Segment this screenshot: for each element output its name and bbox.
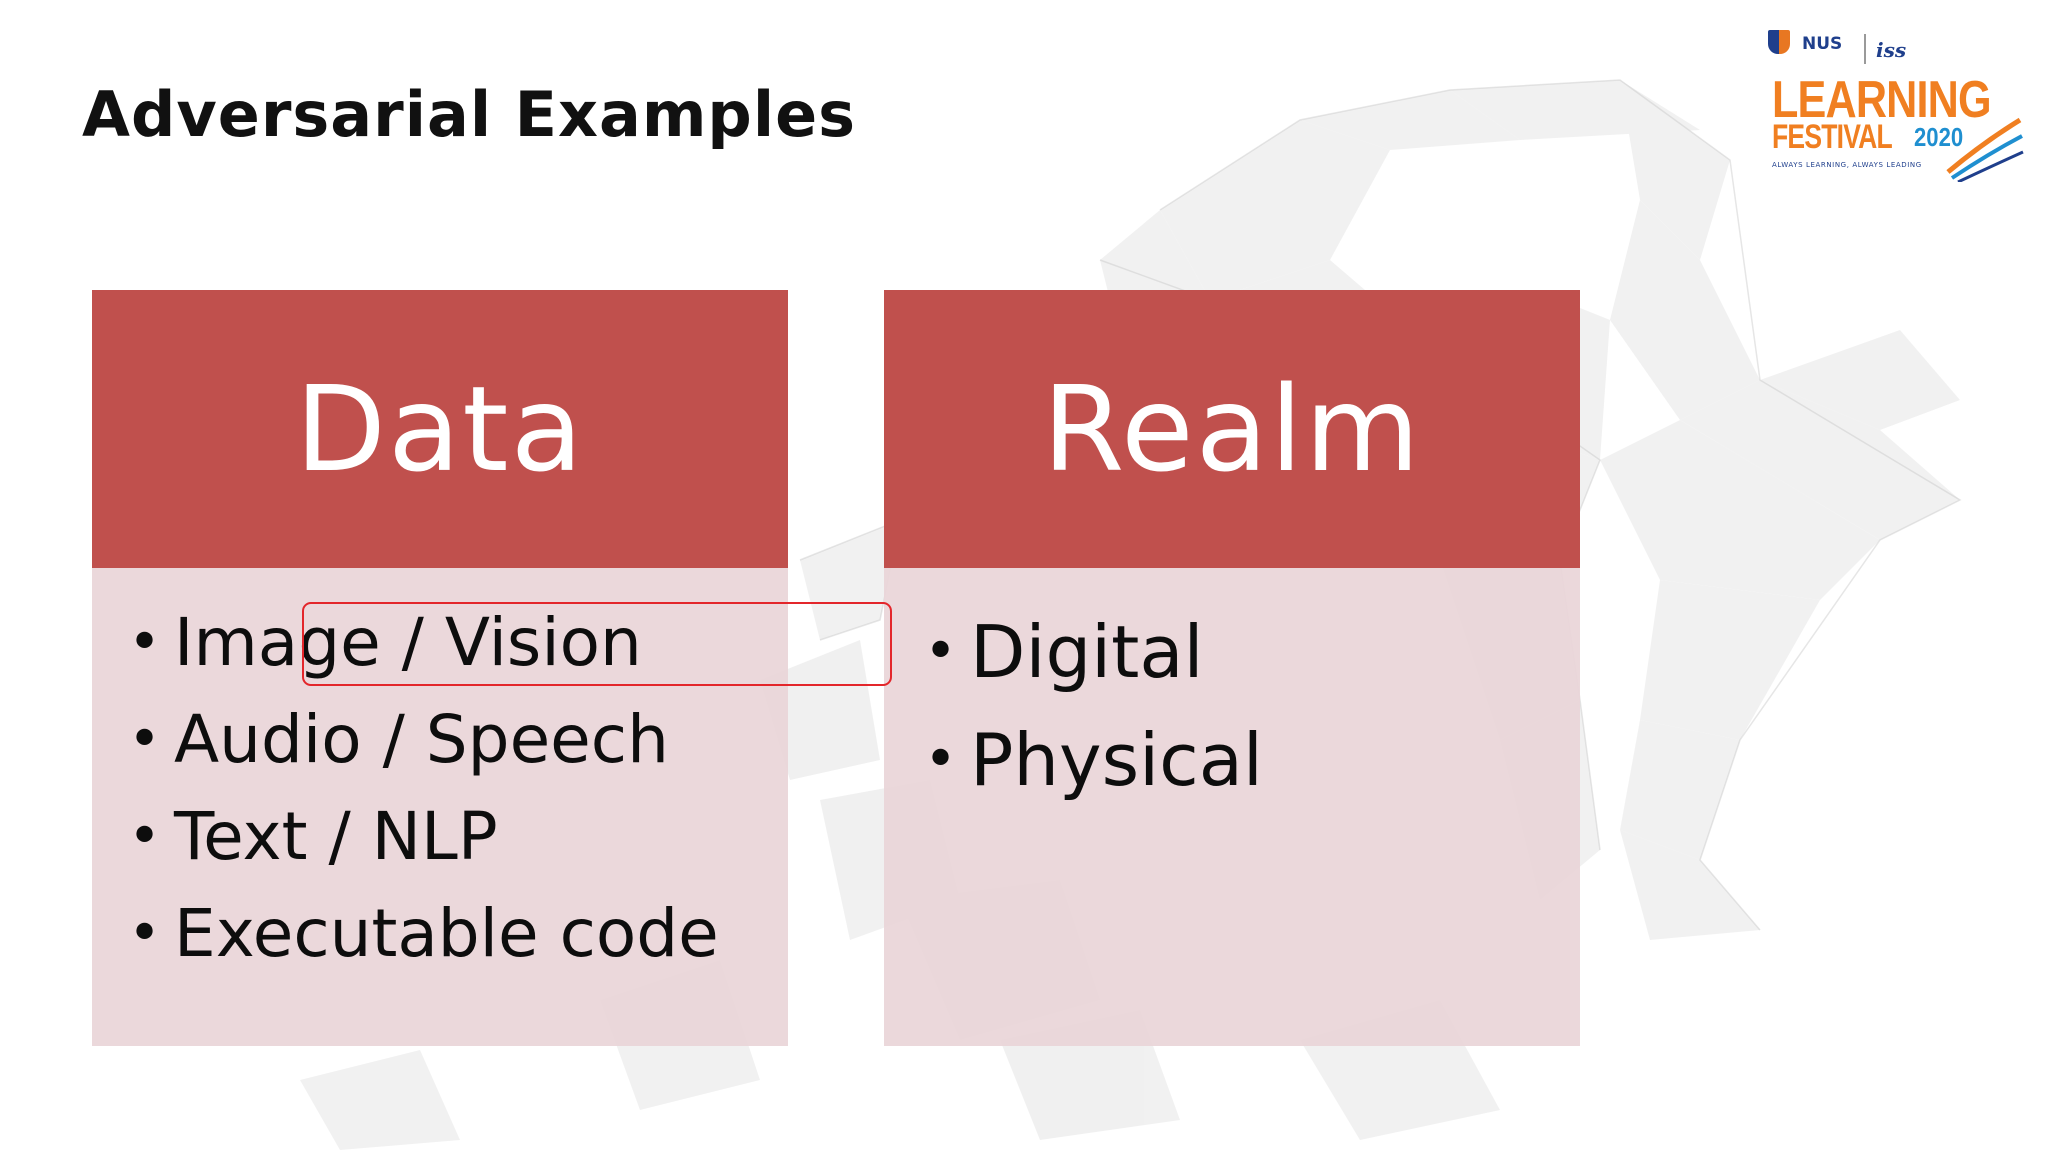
logo-festival-text: FESTIVAL <box>1772 118 1893 156</box>
bullet-icon: • <box>128 804 162 869</box>
data-card-header: Data <box>92 290 788 568</box>
data-card-heading: Data <box>295 360 585 498</box>
nus-crest-icon <box>1768 30 1790 54</box>
bullet-icon: • <box>128 707 162 772</box>
logo-iss-text: iss <box>1876 38 1907 62</box>
list-item: •Physical <box>924 706 1263 814</box>
list-item-label: Digital <box>970 610 1204 694</box>
data-card: Data •Image / Vision •Audio / Speech •Te… <box>92 290 788 1046</box>
realm-list: •Digital •Physical <box>924 598 1263 814</box>
list-item-label: Text / NLP <box>174 798 498 875</box>
realm-card: Realm •Digital •Physical <box>884 290 1580 1046</box>
bullet-icon: • <box>924 727 958 792</box>
logo-year-text: 2020 <box>1914 122 1964 152</box>
list-item: •Executable code <box>128 885 719 982</box>
list-item: •Audio / Speech <box>128 691 719 788</box>
list-item-label: Image / Vision <box>174 604 642 681</box>
data-card-body: •Image / Vision •Audio / Speech •Text / … <box>92 568 788 1046</box>
realm-card-body: •Digital •Physical <box>884 568 1580 1046</box>
realm-card-header: Realm <box>884 290 1580 568</box>
logo-nus-text: NUS <box>1802 34 1843 54</box>
list-item: •Text / NLP <box>128 788 719 885</box>
swoosh-icon <box>1946 117 2024 182</box>
annotation-highlight-box <box>302 602 892 686</box>
bullet-icon: • <box>128 610 162 675</box>
logo-divider <box>1864 34 1866 64</box>
list-item-label: Audio / Speech <box>174 701 669 778</box>
slide-title: Adversarial Examples <box>82 78 857 151</box>
data-list: •Image / Vision •Audio / Speech •Text / … <box>128 594 719 982</box>
realm-card-heading: Realm <box>1042 360 1422 498</box>
bullet-icon: • <box>128 901 162 966</box>
logo-learning-text: LEARNING <box>1772 71 1992 129</box>
learning-festival-logo: NUS iss LEARNING FESTIVAL 2020 ALWAYS LE… <box>1768 30 2024 182</box>
list-item-label: Physical <box>970 718 1263 802</box>
bullet-icon: • <box>924 619 958 684</box>
list-item-label: Executable code <box>174 895 719 972</box>
logo-tagline: ALWAYS LEARNING, ALWAYS LEADING <box>1772 161 1922 169</box>
list-item: •Image / Vision <box>128 594 719 691</box>
list-item: •Digital <box>924 598 1263 706</box>
